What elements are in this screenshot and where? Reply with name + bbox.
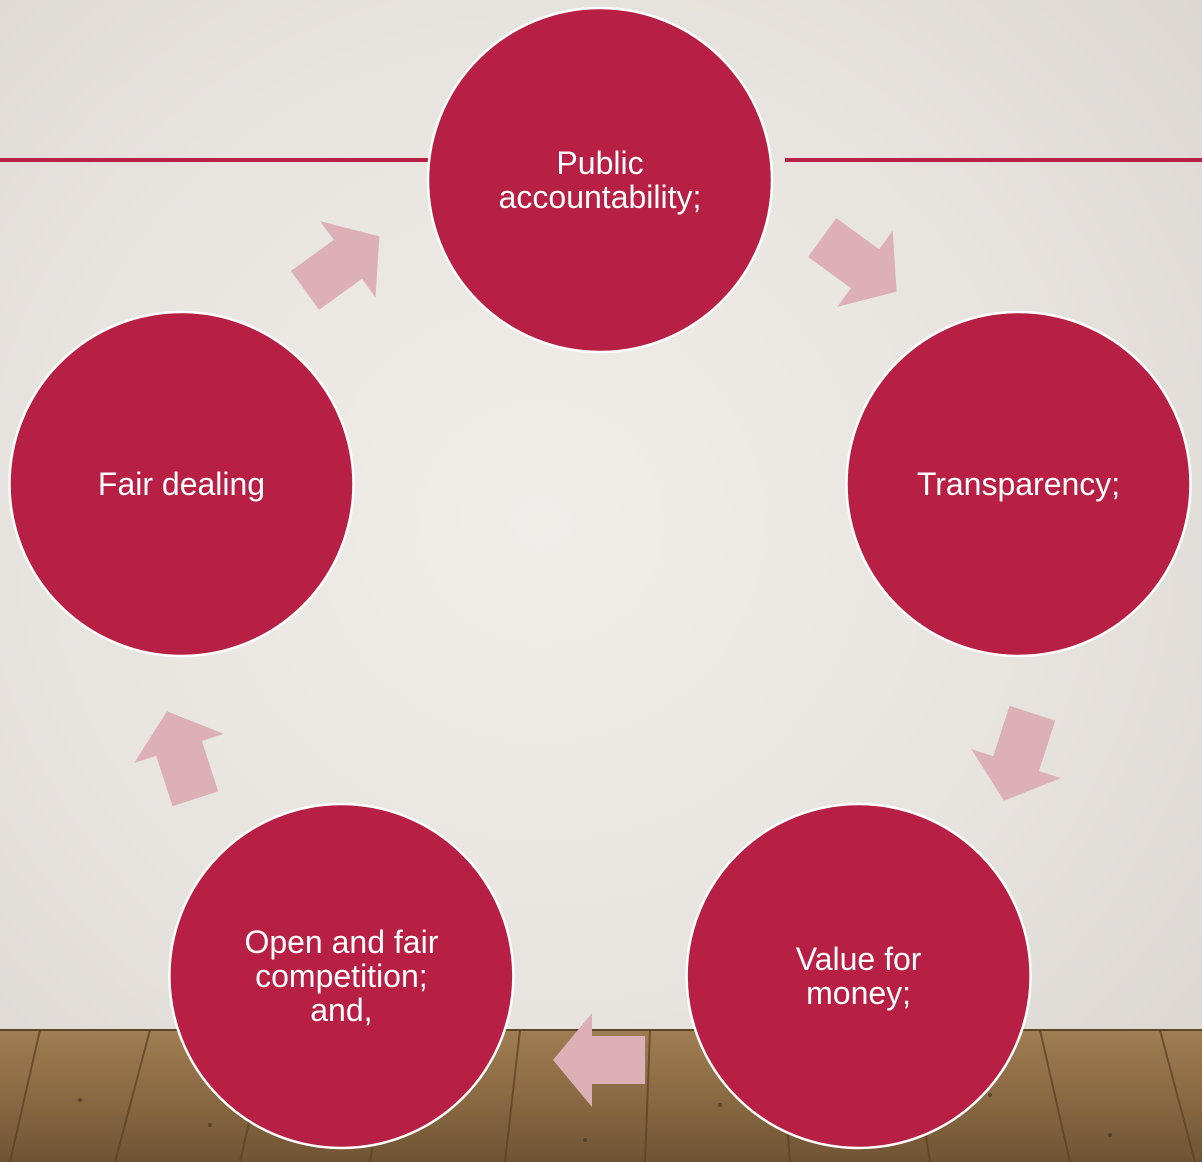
cycle-node-label: Value for bbox=[796, 941, 922, 977]
cycle-node-circle bbox=[685, 802, 1032, 1150]
cycle-node-circle bbox=[845, 310, 1192, 658]
cycle-node-label: competition; bbox=[255, 958, 428, 994]
cycle-node-label: Fair dealing bbox=[98, 466, 265, 502]
cycle-arrow bbox=[290, 221, 380, 310]
cycle-node-transparency: Transparency; bbox=[845, 310, 1192, 658]
cycle-node-label: Open and fair bbox=[244, 924, 438, 960]
cycle-node-label: money; bbox=[806, 975, 911, 1011]
cycle-node-circle bbox=[168, 802, 515, 1150]
cycle-node-circle bbox=[8, 310, 355, 658]
cycle-arrow bbox=[971, 705, 1061, 801]
cycle-arrow bbox=[134, 711, 224, 807]
cycle-node-label: and, bbox=[310, 992, 372, 1028]
cycle-arrow bbox=[553, 1013, 645, 1107]
cycle-node-label: Transparency; bbox=[917, 466, 1120, 502]
cycle-node-label: Public bbox=[556, 145, 643, 181]
cycle-node-circle bbox=[426, 6, 774, 354]
cycle-node-fair-dealing: Fair dealing bbox=[8, 310, 355, 658]
cycle-node-label: accountability; bbox=[499, 179, 702, 215]
cycle-arrow bbox=[808, 218, 897, 307]
